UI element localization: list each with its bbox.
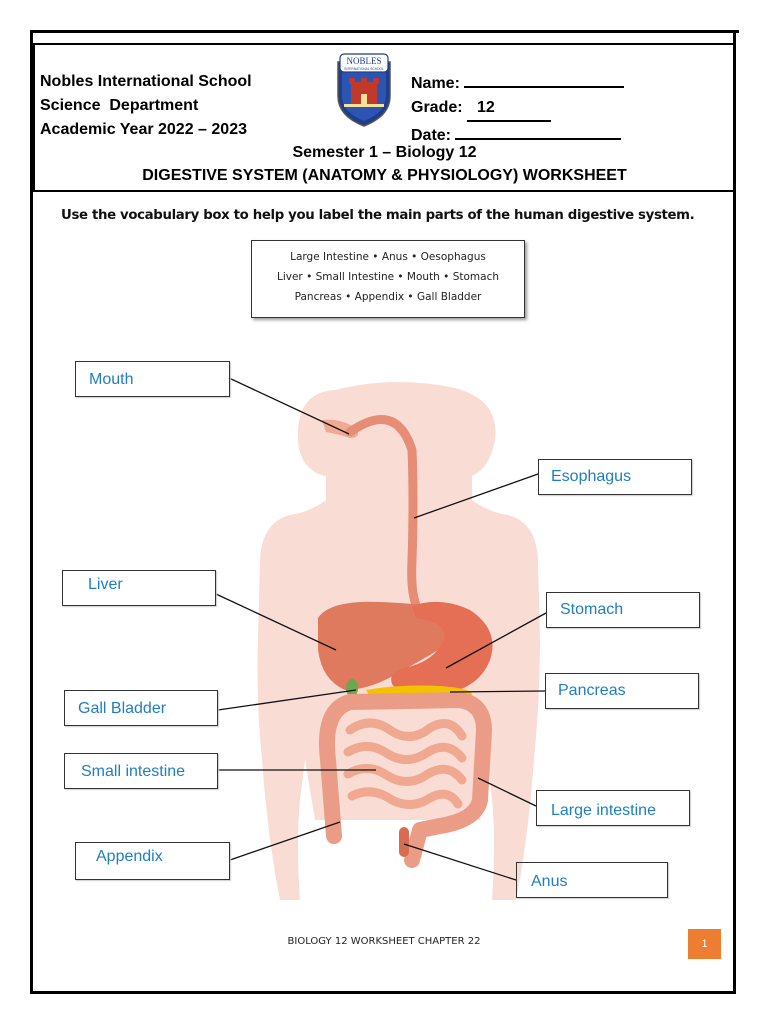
vocabulary-line: Liver • Small Intestine • Mouth • Stomac…: [276, 271, 500, 283]
gall-bladder-organ: [346, 679, 358, 697]
grade-value: 12: [467, 96, 552, 122]
label-text: Gall Bladder: [78, 700, 167, 717]
semester-heading: Semester 1 – Biology 12: [292, 144, 477, 161]
date-label: Date:: [411, 127, 456, 144]
name-label: Name:: [411, 75, 465, 92]
leader-lines: [215, 377, 547, 881]
label-text: Anus: [531, 873, 568, 890]
esophagus-tube: [345, 415, 425, 617]
date-field[interactable]: Date:: [411, 122, 624, 148]
header-box: [33, 43, 736, 192]
small-intestine-organ: [343, 718, 467, 809]
date-blank[interactable]: [455, 122, 622, 140]
worksheet-title: DIGESTIVE SYSTEM (ANATOMY & PHYSIOLOGY) …: [142, 167, 627, 184]
grade-label: Grade:: [411, 99, 468, 116]
svg-text:NOBLES: NOBLES: [346, 56, 381, 66]
label-text: Pancreas: [558, 682, 626, 699]
school-info: Nobles International School Science Depa…: [40, 70, 252, 142]
footer-text: BIOLOGY 12 WORKSHEET CHAPTER 22: [287, 936, 481, 947]
label-text: Stomach: [560, 601, 624, 618]
vocabulary-line: Pancreas • Appendix • Gall Bladder: [294, 291, 482, 303]
grade-field[interactable]: Grade: 12: [411, 96, 624, 122]
large-intestine-organ: [319, 692, 492, 868]
label-mouth[interactable]: Mouth: [75, 361, 230, 397]
label-text: Appendix: [96, 848, 163, 865]
label-large-intestine[interactable]: Large intestine: [536, 790, 690, 826]
liver-organ: [318, 601, 474, 690]
name-blank[interactable]: [464, 70, 625, 88]
label-text: Mouth: [89, 371, 134, 388]
label-stomach[interactable]: Stomach: [546, 592, 700, 628]
label-text: Small intestine: [81, 763, 186, 780]
school-logo: NOBLES INTERNATIONAL SCHOOL: [337, 53, 391, 127]
instruction-text: Use the vocabulary box to help you label…: [61, 208, 695, 223]
label-pancreas[interactable]: Pancreas: [545, 673, 699, 709]
label-gall-bladder[interactable]: Gall Bladder: [64, 690, 218, 726]
label-appendix[interactable]: Appendix: [75, 842, 230, 880]
vocabulary-line: Large Intestine • Anus • Oesophagus: [290, 251, 486, 263]
label-esophagus[interactable]: Esophagus: [538, 459, 692, 495]
svg-text:INTERNATIONAL SCHOOL: INTERNATIONAL SCHOOL: [344, 67, 384, 71]
label-liver[interactable]: Liver: [62, 570, 216, 606]
school-name: Nobles International School: [40, 73, 252, 90]
stomach-organ: [391, 601, 493, 695]
academic-year: Academic Year 2022 – 2023: [40, 121, 247, 138]
label-small-intestine[interactable]: Small intestine: [64, 753, 218, 789]
name-field[interactable]: Name:: [411, 70, 625, 96]
label-text: Esophagus: [551, 468, 632, 485]
label-text: Liver: [88, 576, 123, 593]
label-text: Large intestine: [551, 802, 656, 819]
student-fields: Name: Grade: 12 Date:: [411, 70, 625, 148]
department: Science Department: [40, 97, 199, 114]
label-anus[interactable]: Anus: [516, 862, 668, 898]
vocabulary-box: Large Intestine • Anus • Oesophagus Live…: [251, 240, 525, 318]
page-top-rule: [30, 30, 739, 33]
page-number-badge: 1: [688, 929, 721, 959]
page-border: [30, 30, 736, 994]
